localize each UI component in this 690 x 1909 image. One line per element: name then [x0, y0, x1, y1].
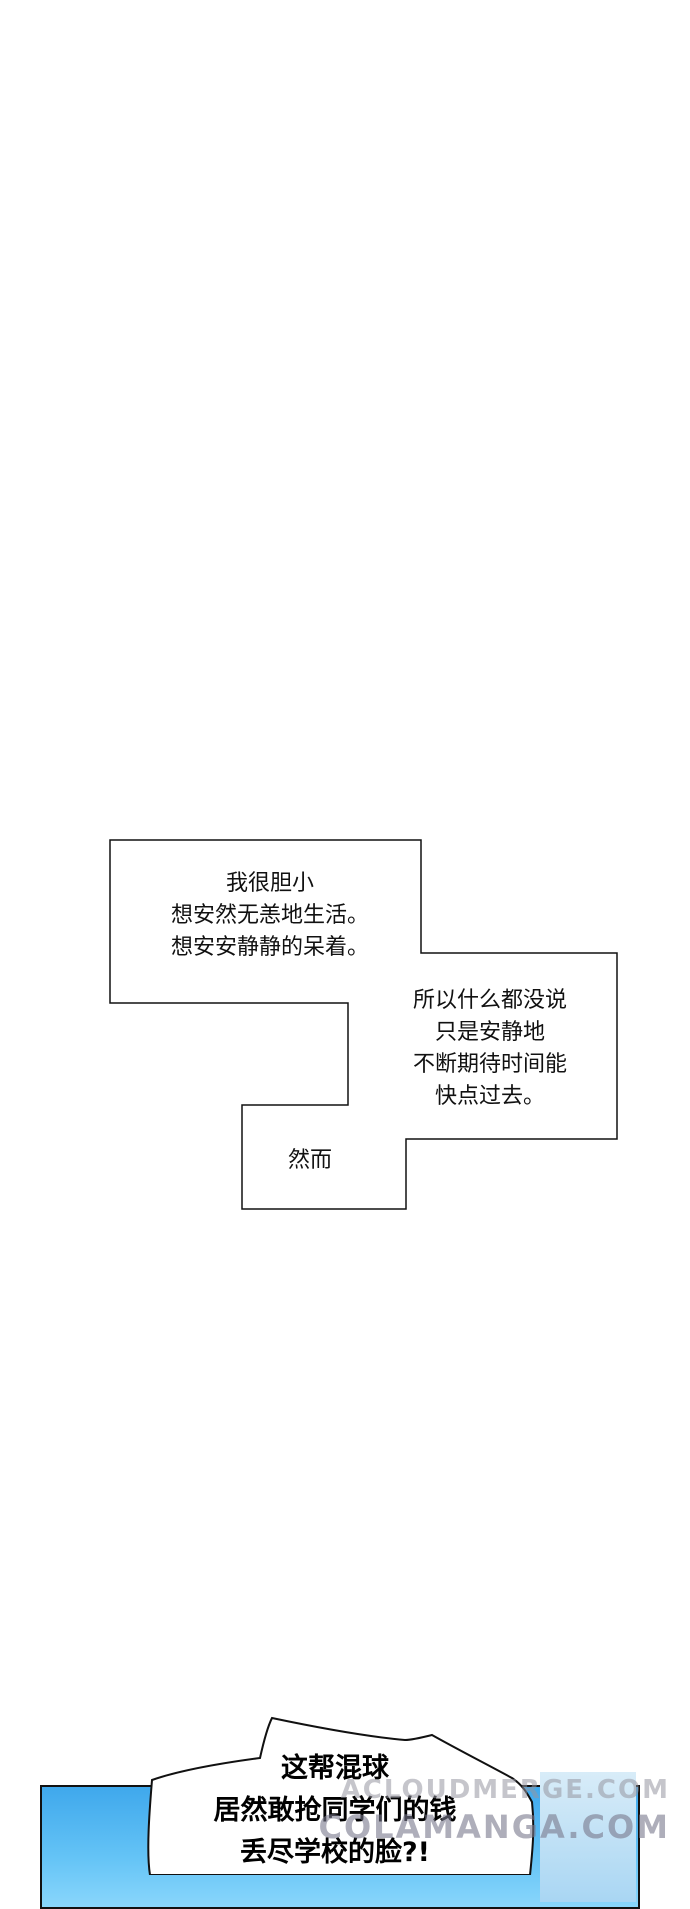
narration-text-1: 我很胆小 想安然无恙地生活。 想安安静静的呆着。 — [135, 868, 405, 964]
narration-line: 只是安静地 — [434, 1020, 545, 1045]
speech-bubble-text: 这帮混球 居然敢抢同学们的钱 丢尽学校的脸?! — [140, 1748, 530, 1874]
narration-area: 我很胆小 想安然无恙地生活。 想安安静静的呆着。 所以什么都没说 只是安静地 不… — [109, 839, 618, 1210]
narration-line: 我很胆小 — [225, 871, 314, 896]
watermark-line-1: ACLOUDMERGE.COM — [340, 1775, 670, 1805]
comic-panel: 这帮混球 居然敢抢同学们的钱 丢尽学校的脸?! — [0, 1680, 690, 1909]
speech-line: 丢尽学校的脸?! — [240, 1837, 430, 1868]
speech-line: 居然敢抢同学们的钱 — [213, 1795, 457, 1826]
narration-text-3: 然而 — [250, 1145, 370, 1177]
narration-line: 所以什么都没说 — [412, 988, 567, 1013]
speech-bubble — [147, 1716, 535, 1875]
speech-line: 这帮混球 — [281, 1753, 389, 1784]
watermark-line-2: COLAMANGA.COM — [318, 1808, 670, 1846]
narration-box-outline — [109, 839, 618, 1210]
narration-line: 不断期待时间能 — [412, 1052, 567, 1077]
narration-line: 想安然无恙地生活。 — [170, 903, 369, 928]
narration-text-2: 所以什么都没说 只是安静地 不断期待时间能 快点过去。 — [370, 985, 610, 1113]
narration-line: 然而 — [287, 1148, 332, 1173]
narration-line: 快点过去。 — [434, 1084, 545, 1109]
narration-line: 想安安静静的呆着。 — [170, 935, 369, 960]
